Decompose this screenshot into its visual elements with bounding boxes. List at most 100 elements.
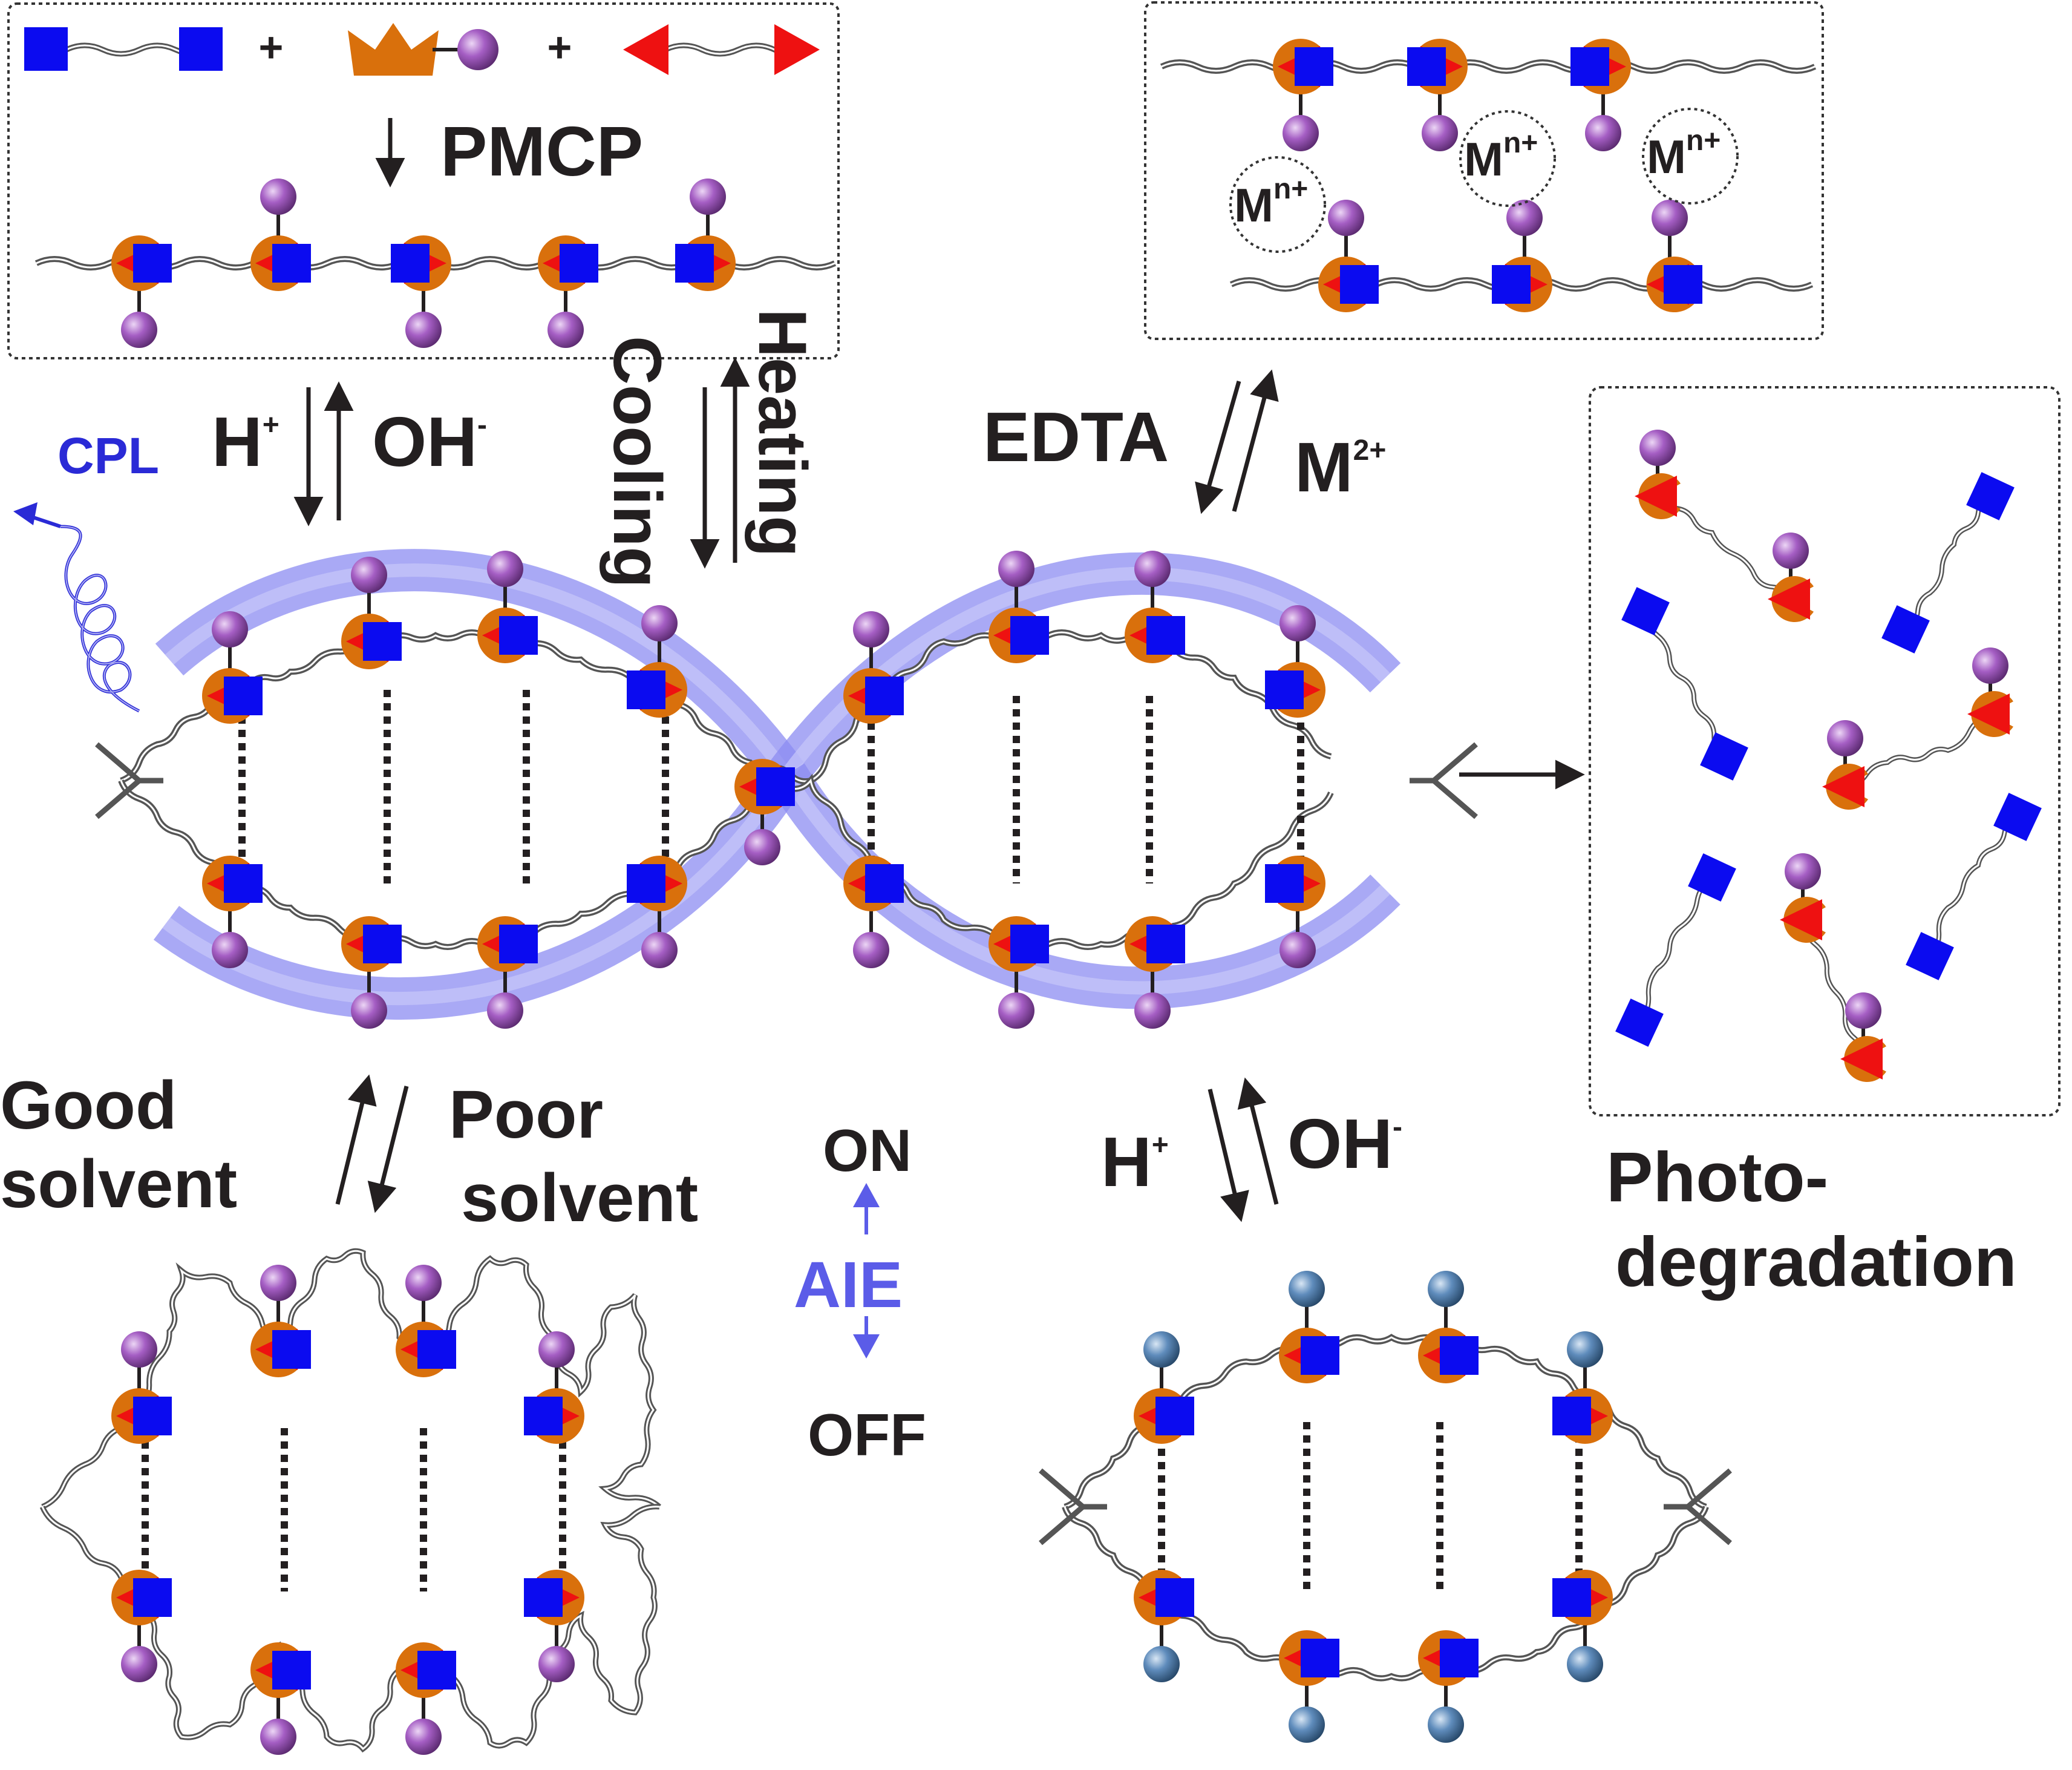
- host-guest-unit: [477, 916, 538, 1029]
- blue-square-monomer-icon: [224, 677, 263, 715]
- purple-sphere-icon: [260, 1719, 296, 1755]
- blue-square-monomer-icon: [1155, 1578, 1194, 1617]
- host-guest-unit: [1418, 1630, 1479, 1743]
- blue-square-monomer-icon: [627, 864, 665, 903]
- blue-square-monomer-icon: [1993, 793, 2042, 841]
- steel-blue-sphere-icon: [1143, 1646, 1180, 1682]
- purple-sphere-icon: [998, 992, 1034, 1029]
- pmcp-label: PMCP: [440, 112, 643, 191]
- host-guest-unit: [1407, 39, 1468, 151]
- degraded-fragment: [1615, 853, 1736, 1047]
- degraded-fragment: [1780, 853, 1886, 1083]
- steel-blue-sphere-icon: [1428, 1706, 1464, 1743]
- host-guest-unit: [396, 1642, 456, 1755]
- host-guest-unit: [1840, 992, 1886, 1083]
- blue-square-monomer-icon: [1407, 47, 1446, 86]
- base-arrow-right: [1237, 1077, 1279, 1205]
- host-guest-unit: [1318, 200, 1379, 312]
- chain-end-branch: [1410, 742, 1478, 819]
- blue-square-monomer-icon: [1301, 1336, 1339, 1375]
- wavy-chain-icon: [41, 1248, 661, 1510]
- blue-square-monomer-icon: [1700, 732, 1748, 781]
- blue-square-monomer-icon: [1552, 1578, 1591, 1617]
- host-guest-unit: [675, 179, 736, 291]
- purple-sphere-icon: [1773, 533, 1809, 569]
- blue-square-monomer-icon: [133, 1397, 172, 1435]
- purple-sphere-icon: [1279, 932, 1316, 968]
- blue-square-monomer-icon: [675, 244, 714, 283]
- metal-ion-3: Mn+: [1229, 156, 1326, 253]
- photo-label: Photo-: [1606, 1138, 1828, 1216]
- degraded-fragment: [1822, 647, 2013, 810]
- cpl-spiral-icon: [13, 502, 140, 713]
- pmcp-panel-frame: [7, 2, 840, 359]
- purple-sphere-icon: [405, 1719, 442, 1755]
- steel-blue-sphere-icon: [1143, 1331, 1180, 1368]
- host-guest-unit: [989, 916, 1049, 1029]
- host-guest-unit: [1125, 916, 1185, 1029]
- oh-minus-label-right: OH-: [1287, 1104, 1402, 1183]
- metal-ion-2: Mn+: [1642, 108, 1739, 205]
- purple-sphere-icon: [1652, 200, 1688, 236]
- blue-square-monomer-icon: [272, 244, 311, 283]
- blue-square-monomer-icon: [363, 925, 402, 963]
- blue-square-monomer-icon: [1440, 1336, 1479, 1375]
- purple-sphere-icon: [405, 312, 442, 348]
- purple-sphere-icon: [351, 557, 387, 593]
- metal-ion-label: Mn+: [1647, 125, 1721, 183]
- bis-triangle-monomer: [623, 24, 820, 75]
- blue-square-monomer-icon: [133, 244, 172, 283]
- host-guest-unit: [1822, 720, 1868, 810]
- purple-sphere-icon: [121, 1646, 157, 1682]
- metal-ion-label: Mn+: [1234, 173, 1308, 232]
- metal-arrow: [1232, 369, 1279, 512]
- host-guest-unit: [250, 1265, 311, 1377]
- chain-end-branch: [1664, 1468, 1732, 1545]
- host-guest-unit: [1635, 430, 1681, 520]
- photodegradation-panel-frame: [1589, 386, 2061, 1116]
- cpl-label: CPL: [57, 427, 159, 484]
- blue-square-monomer-icon: [1621, 587, 1670, 635]
- purple-sphere-icon: [1328, 200, 1364, 236]
- host-guest-unit: [202, 856, 263, 968]
- host-guest-unit: [524, 1331, 584, 1444]
- steel-blue-sphere-icon: [1428, 1271, 1464, 1307]
- blue-square-monomer-icon: [499, 616, 538, 655]
- purple-sphere-icon: [1639, 430, 1676, 466]
- edta-label: EDTA: [983, 398, 1169, 476]
- host-guest-unit: [250, 179, 311, 291]
- blue-square-monomer-icon: [133, 1578, 172, 1617]
- purple-sphere-icon: [690, 179, 726, 215]
- blue-square-monomer-icon: [363, 622, 402, 661]
- purple-sphere-icon: [351, 992, 387, 1029]
- blue-square-monomer-icon: [1265, 864, 1304, 903]
- purple-sphere-icon: [853, 932, 889, 968]
- h-plus-label-right: H+: [1101, 1123, 1169, 1201]
- blue-square-monomer-icon: [627, 670, 665, 709]
- monomer-row: + +: [24, 23, 820, 76]
- red-triangle-monomer-icon: [1780, 899, 1822, 940]
- to-good-solvent-arrow: [335, 1074, 377, 1205]
- blue-square-monomer-icon: [1664, 265, 1702, 304]
- m2-plus-label: M2+: [1295, 428, 1386, 506]
- degradation-fragments: [1615, 430, 2042, 1083]
- degraded-fragment: [1635, 430, 1814, 622]
- red-triangle-icon: [774, 24, 820, 75]
- host-guest-unit: [1279, 1271, 1339, 1383]
- host-guest-unit: [1646, 200, 1702, 312]
- red-triangle-monomer-icon: [1967, 693, 2010, 735]
- blue-square-icon: [179, 27, 223, 71]
- aie-label: AIE: [794, 1248, 903, 1321]
- host-guest-unit: [1967, 647, 2013, 737]
- host-guest-unit: [111, 1570, 172, 1682]
- macrocycle-sphere-monomer: [348, 23, 498, 76]
- purple-sphere-icon: [538, 1331, 575, 1368]
- purple-sphere-icon: [260, 179, 296, 215]
- purple-sphere-icon: [1506, 200, 1543, 236]
- steel-blue-sphere-icon: [1567, 1646, 1603, 1682]
- blue-square-monomer-icon: [1146, 925, 1185, 963]
- blue-square-monomer-icon: [1570, 47, 1609, 86]
- metal-ion-circle: [1459, 110, 1556, 207]
- purple-sphere-icon: [547, 312, 584, 348]
- blue-square-monomer-icon: [524, 1397, 563, 1435]
